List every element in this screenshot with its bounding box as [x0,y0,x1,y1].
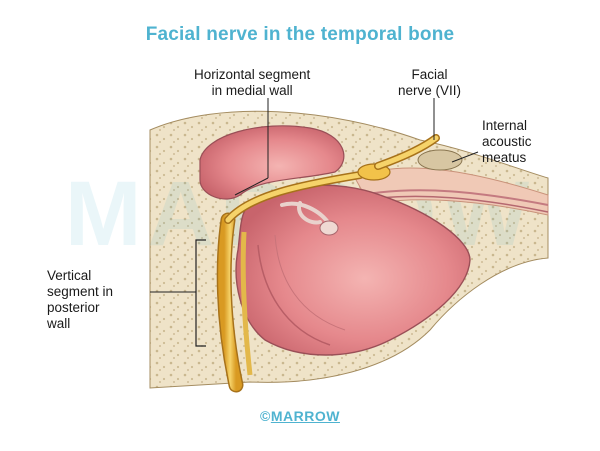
middle-ear-cavity [235,184,471,356]
diagram-title: Facial nerve in the temporal bone [145,24,455,45]
copyright-symbol: © [260,408,271,424]
nerve-fibres [359,189,549,206]
label-vertical-line3: posterior [47,300,100,315]
leader-horizontal-segment-fork [234,177,269,196]
label-facial-nerve: Facial nerve (VII) [398,67,461,99]
label-facial-nerve-line2: nerve (VII) [398,83,462,98]
footer-brand: ©MARROW [0,408,600,424]
label-internal-acoustic-meatus: Internal acoustic meatus [482,118,532,166]
label-vertical-segment: Vertical segment in posterior wall [47,268,113,332]
label-horizontal-segment: Horizontal segment in medial wall [194,67,310,99]
label-meatus-line3: meatus [482,150,527,165]
epitympanic-recess [199,125,345,200]
label-facial-nerve-line1: Facial [411,67,448,82]
bracket-vertical-segment [195,239,206,347]
leader-internal-acoustic-meatus [451,151,479,163]
meatus-opening [417,149,463,171]
label-meatus-line1: Internal [482,118,528,133]
label-meatus-line2: acoustic [482,134,532,149]
label-vertical-line4: wall [47,316,71,331]
footer-brand-name: MARROW [270,408,340,424]
label-vertical-line2: segment in [47,284,114,299]
label-horizontal-segment-line2: in medial wall [211,83,293,98]
label-vertical-line1: Vertical [47,268,92,283]
stapes-footplate [319,220,339,236]
label-horizontal-segment-line1: Horizontal segment [194,67,311,82]
